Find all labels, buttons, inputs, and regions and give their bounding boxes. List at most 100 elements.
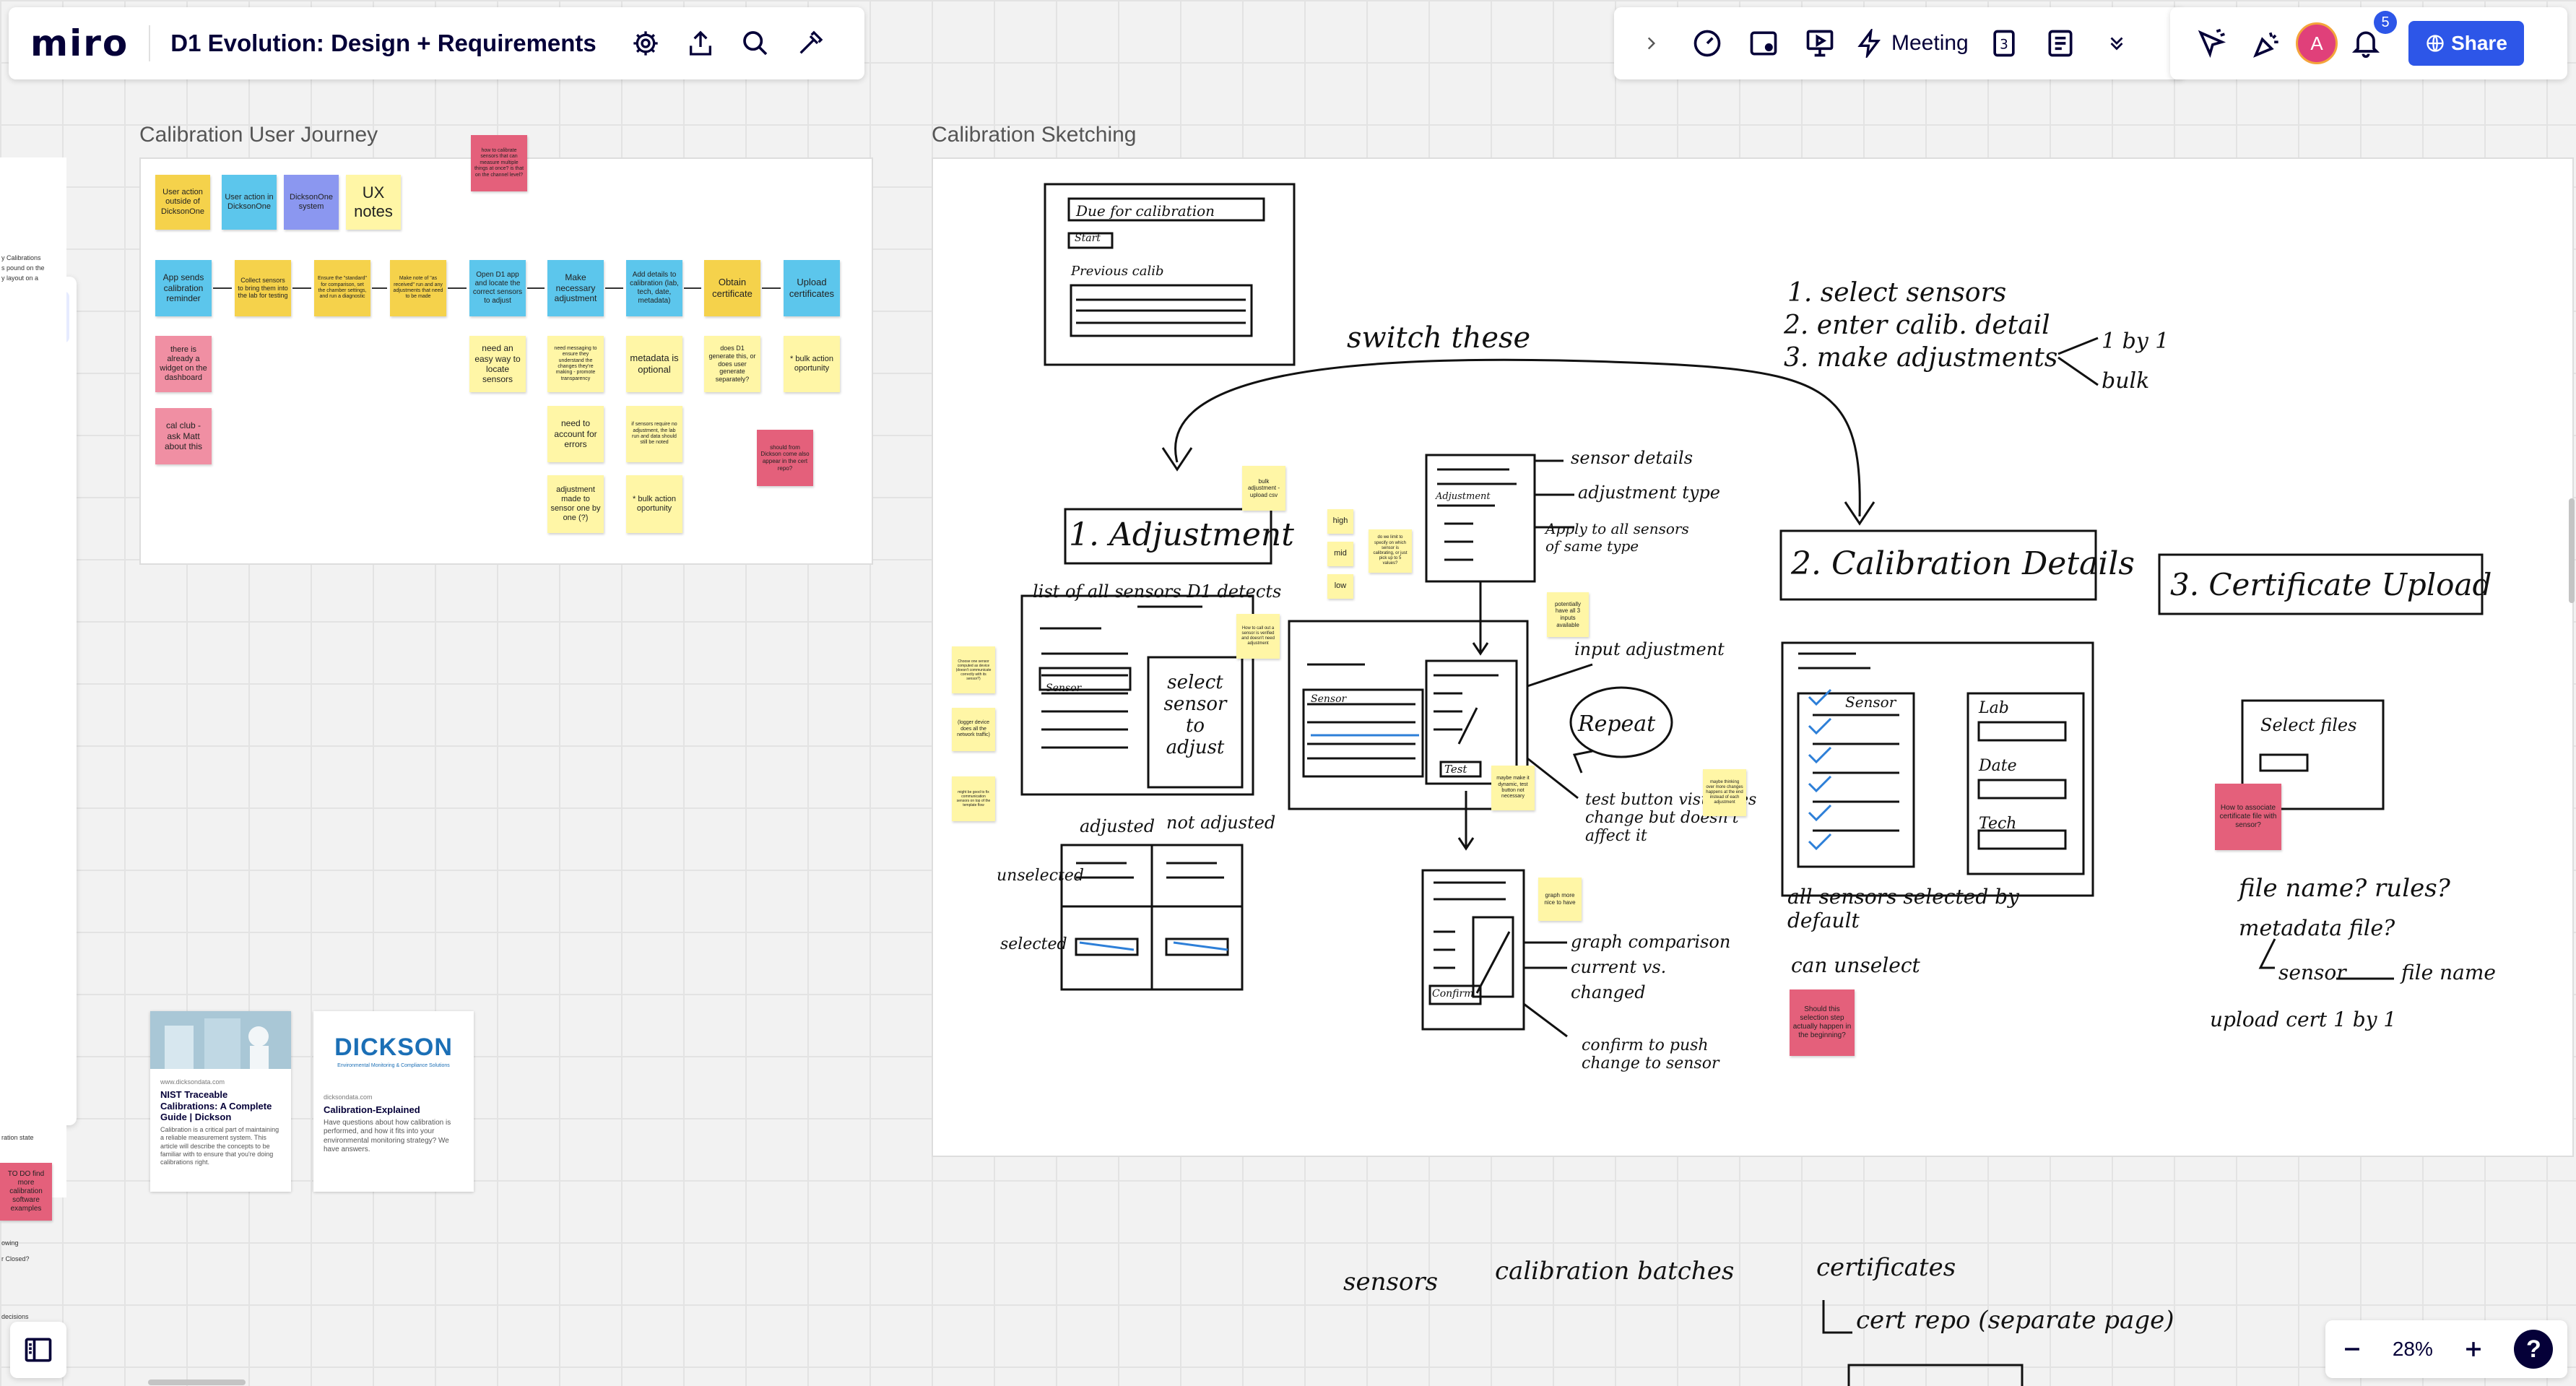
sketch-text[interactable]: Adjustment (1436, 491, 1491, 502)
sketch-step-3[interactable]: 3. make adjustments (1784, 343, 2058, 373)
sketch-text[interactable]: Repeat (1578, 711, 1656, 737)
sketch-text[interactable]: Select files (2260, 715, 2357, 735)
ux-note[interactable]: how to calibrate sensors that can measur… (471, 135, 527, 191)
sketch-sticky[interactable]: mid (1327, 542, 1353, 566)
sketch-text[interactable]: metadata file? (2239, 916, 2395, 941)
sketch-text[interactable]: Sensor (1311, 693, 1347, 705)
ux-note[interactable]: * bulk action oportunity (626, 475, 682, 533)
horizontal-scrollbar[interactable] (148, 1379, 246, 1385)
sketch-text[interactable]: Sensor (1845, 693, 1896, 711)
sketch-text[interactable]: adjusted (1080, 816, 1155, 836)
sketch-text[interactable]: Previous calib (1071, 264, 1164, 279)
journey-step[interactable]: Collect sensors to bring them into the l… (235, 260, 291, 316)
frame-title-sketching[interactable]: Calibration Sketching (932, 123, 1137, 147)
meeting-button[interactable]: Meeting (1855, 29, 1969, 58)
sketch-text[interactable]: Sensor (1046, 683, 1082, 694)
ux-note[interactable]: need to account for errors (547, 406, 604, 462)
sketch-text[interactable]: Due for calibration (1076, 202, 1215, 220)
journey-step[interactable]: Open D1 app and locate the correct senso… (469, 260, 526, 316)
ux-note[interactable]: need messaging to ensure they understand… (547, 336, 604, 392)
magic-wand-icon[interactable] (789, 22, 832, 65)
sketch-sticky[interactable]: graph more nice to have (1538, 878, 1582, 921)
zoom-level[interactable]: 28% (2392, 1338, 2433, 1360)
sketch-step-1[interactable]: 1. select sensors (1787, 278, 2007, 308)
legend-sticky[interactable]: User action outside of DicksonOne (155, 175, 210, 230)
settings-gear-icon[interactable] (624, 22, 667, 65)
sketch-text[interactable]: switch these (1347, 321, 1531, 355)
ux-note[interactable]: should from Dickson come also appear in … (757, 430, 813, 486)
certificate-upload-title[interactable]: 3. Certificate Upload (2170, 567, 2492, 602)
sketch-text[interactable]: confirm to push change to sensor (1582, 1036, 1719, 1073)
sticky-note[interactable]: TO DO find more calibration software exa… (0, 1163, 52, 1221)
sketch-sticky[interactable]: How to call out a sensor is verified and… (1236, 614, 1280, 659)
sketch-text[interactable]: upload cert 1 by 1 (2210, 1008, 2397, 1031)
journey-step[interactable]: Make note of "as received" run and any a… (390, 260, 446, 316)
sketch-text[interactable]: all sensors selected by default (1787, 885, 2019, 932)
calibration-details-title[interactable]: 2. Calibration Details (1791, 545, 2135, 582)
sketch-text[interactable]: Start (1075, 233, 1101, 244)
journey-step[interactable]: Make necessary adjustment (547, 260, 604, 316)
sketch-text[interactable]: bulk (2102, 368, 2150, 394)
sketch-text[interactable]: calibration batches (1495, 1257, 1735, 1286)
adjustment-title[interactable]: 1. Adjustment (1069, 516, 1294, 553)
sketch-sticky[interactable]: bulk adjustment - upload csv (1242, 466, 1285, 511)
sketch-text[interactable]: graph comparison (1571, 932, 1731, 952)
sketch-text[interactable]: sensors (1343, 1268, 1439, 1296)
sketch-text[interactable]: unselected (997, 867, 1084, 885)
sketch-text[interactable]: Tech (1979, 815, 2017, 833)
upload-export-icon[interactable] (679, 22, 722, 65)
sketch-text[interactable]: adjustment type (1578, 482, 1720, 503)
journey-step[interactable]: App sends calibration reminder (155, 260, 212, 316)
sketch-sticky[interactable]: might be good to fix communication senso… (952, 776, 995, 821)
reactions-icon[interactable] (2245, 21, 2290, 66)
help-button[interactable]: ? (2514, 1330, 2554, 1369)
sketch-text[interactable]: can unselect (1791, 953, 1920, 977)
journey-step[interactable]: Upload certificates (784, 260, 840, 316)
board-title[interactable]: D1 Evolution: Design + Requirements (170, 30, 597, 56)
sketch-text[interactable]: Lab (1979, 699, 2009, 717)
sketch-text[interactable]: current vs. (1571, 957, 1667, 977)
sketch-text[interactable]: Apply to all sensors of same type (1545, 520, 1689, 555)
sketch-text[interactable]: not adjusted (1166, 813, 1276, 833)
sketch-sticky[interactable]: maybe make it dynamic, test button not n… (1491, 766, 1535, 810)
notes-icon[interactable] (2038, 21, 2083, 66)
share-button[interactable]: Share (2408, 21, 2524, 66)
sketch-text[interactable]: cert repo (separate page) (1856, 1306, 2174, 1335)
user-avatar[interactable]: A (2296, 22, 2338, 64)
board-panel-button[interactable] (10, 1322, 66, 1378)
sketch-text[interactable]: Confirm (1432, 988, 1474, 1000)
chevron-double-down-icon[interactable] (2094, 21, 2139, 66)
sketch-text[interactable]: Test (1444, 763, 1467, 776)
journey-step[interactable]: Add details to calibration (lab, tech, d… (626, 260, 682, 316)
legend-sticky[interactable]: User action in DicksonOne (222, 175, 277, 230)
sketch-text[interactable]: input adjustment (1574, 639, 1725, 659)
sketch-text[interactable]: 1 by 1 (2102, 329, 2169, 354)
frame-title-journey[interactable]: Calibration User Journey (139, 123, 378, 147)
sketch-sticky[interactable]: high (1327, 509, 1353, 534)
ux-note[interactable]: there is already a widget on the dashboa… (155, 336, 212, 392)
sketch-sticky[interactable]: do we limit to specify on which sensor i… (1369, 529, 1412, 573)
cursor-follow-icon[interactable] (2189, 21, 2234, 66)
ux-note[interactable]: if sensors require no adjustment, the la… (626, 406, 682, 462)
ux-note[interactable]: * bulk action oportunity (784, 336, 840, 392)
sketch-text[interactable]: certificates (1816, 1253, 1956, 1282)
ux-note[interactable]: cal club - ask Matt about this (155, 408, 212, 464)
vertical-scrollbar[interactable] (2569, 498, 2575, 603)
zoom-in-icon[interactable] (2461, 1337, 2486, 1361)
ux-note[interactable]: need an easy way to locate sensors (469, 336, 526, 392)
sketch-sticky[interactable]: How to associate certificate file with s… (2215, 784, 2281, 850)
sketch-sticky[interactable]: Choose one sensor computed as device (do… (952, 646, 995, 693)
sketch-text[interactable]: select sensor to adjust (1163, 672, 1227, 758)
search-icon[interactable] (734, 22, 777, 65)
link-card-nist[interactable]: www.dicksondata.com NIST Traceable Calib… (150, 1011, 291, 1192)
countdown-icon[interactable]: 3 (1982, 21, 2026, 66)
sketch-sticky[interactable]: potentially have all 3 inputs available (1547, 592, 1589, 637)
chevron-right-icon[interactable] (1629, 21, 1673, 66)
sketch-text[interactable]: list of all sensors D1 detects (1033, 581, 1282, 602)
voting-icon[interactable] (1741, 21, 1786, 66)
timer-icon[interactable] (1685, 21, 1730, 66)
notifications-bell-icon[interactable]: 5 (2343, 11, 2397, 66)
sketch-sticky[interactable]: (logger device does all the network traf… (952, 708, 995, 751)
ux-note[interactable]: does D1 generate this, or does user gene… (704, 336, 760, 392)
sketch-sticky[interactable]: Should this selection step actually happ… (1790, 989, 1855, 1056)
